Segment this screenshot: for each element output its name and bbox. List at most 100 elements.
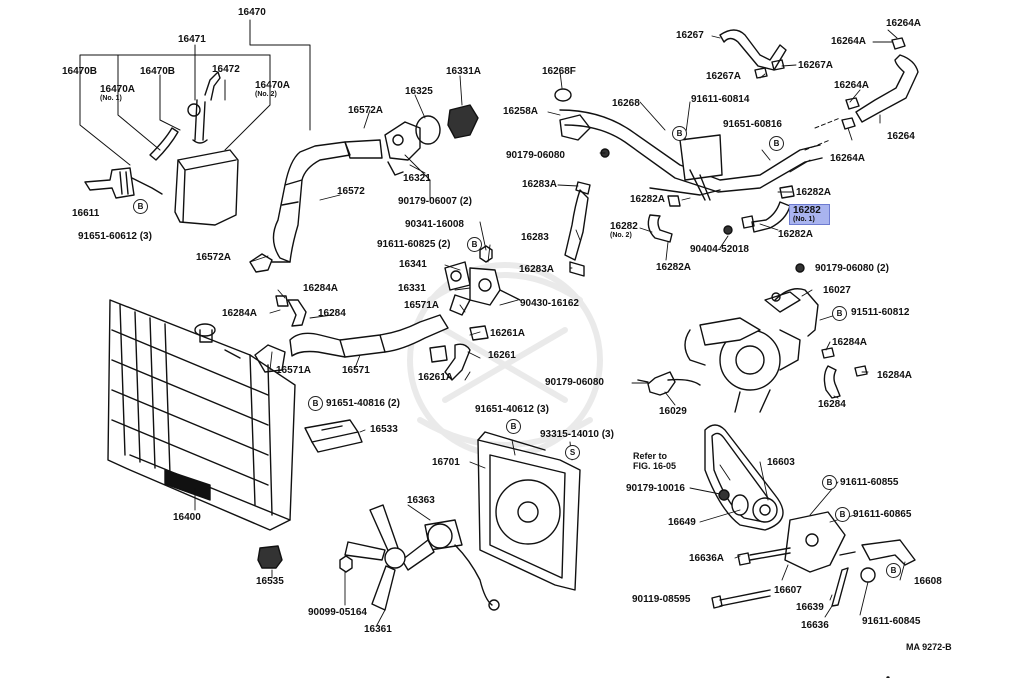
part-90119-08595[interactable]: 90119-08595 [632, 594, 691, 605]
part-16572[interactable]: 16572 [337, 186, 365, 197]
part-16341[interactable]: 16341 [399, 259, 427, 270]
part-91611-60865[interactable]: 91611-60865 [853, 509, 912, 520]
part-16267[interactable]: 16267 [676, 30, 704, 41]
part-91651-40612[interactable]: 91651-40612 (3) [475, 404, 549, 415]
part-16282-no2-note: (No. 2) [610, 232, 632, 239]
reservoir-leader-lines [79, 19, 311, 166]
leader-lines [194, 29, 906, 626]
fan-shroud [477, 431, 581, 591]
part-91511-60812[interactable]: 91511-60812 [851, 307, 910, 318]
hose-16282-no2 [647, 195, 681, 243]
turbocharger [684, 288, 819, 413]
part-16571[interactable]: 16571 [342, 365, 370, 376]
part-16283A-top[interactable]: 16283A [522, 179, 558, 190]
part-16284A-1[interactable]: 16284A [303, 283, 339, 294]
part-90179-06080-mid[interactable]: 90179-06080 [545, 377, 604, 388]
part-16282-no2[interactable]: 16282(No. 2) [610, 221, 638, 239]
part-91611-60855[interactable]: 91611-60855 [840, 477, 899, 488]
part-16361[interactable]: 16361 [364, 624, 392, 635]
part-16283[interactable]: 16283 [521, 232, 549, 243]
part-90404-52018[interactable]: 90404-52018 [690, 244, 749, 255]
part-90430-16162[interactable]: 90430-16162 [520, 298, 579, 309]
part-16264A-3[interactable]: 16264A [834, 80, 870, 91]
part-16284-r[interactable]: 16284 [818, 399, 846, 410]
part-16268F[interactable]: 16268F [542, 66, 576, 77]
part-16470A-no2[interactable]: 16470A(No. 2) [255, 80, 291, 98]
part-90099-05164[interactable]: 90099-05164 [308, 607, 367, 618]
part-16325[interactable]: 16325 [405, 86, 433, 97]
bolt-90119 [711, 589, 771, 609]
part-16284A-2[interactable]: 16284A [222, 308, 258, 319]
part-16264A-1[interactable]: 16264A [886, 18, 922, 29]
part-16264A-2[interactable]: 16264A [831, 36, 867, 47]
part-16029[interactable]: 16029 [659, 406, 687, 417]
part-16264A-4[interactable]: 16264A [830, 153, 866, 164]
part-16535[interactable]: 16535 [256, 576, 284, 587]
part-16470B-1[interactable]: 16470B [62, 66, 98, 77]
part-16261A-bot[interactable]: 16261A [418, 372, 454, 383]
part-16649[interactable]: 16649 [668, 517, 696, 528]
part-16470B-2[interactable]: 16470B [140, 66, 176, 77]
part-16282A-bot[interactable]: 16282A [656, 262, 692, 273]
part-16283A-bot[interactable]: 16283A [519, 264, 555, 275]
part-16701[interactable]: 16701 [432, 457, 460, 468]
part-16400[interactable]: 16400 [173, 512, 201, 523]
hose-16283 [564, 181, 591, 277]
part-16331[interactable]: 16331 [398, 283, 426, 294]
part-16261[interactable]: 16261 [488, 350, 516, 361]
part-91611-60814[interactable]: 91611-60814 [691, 94, 750, 105]
part-93315-14010[interactable]: 93315-14010 (3) [540, 429, 614, 440]
part-16282A-right[interactable]: 16282A [778, 229, 814, 240]
part-16636A[interactable]: 16636A [689, 553, 725, 564]
part-16572A-left[interactable]: 16572A [196, 252, 232, 263]
part-16282A-right2[interactable]: 16282A [796, 187, 832, 198]
part-91651-40816[interactable]: 91651-40816 (2) [326, 398, 400, 409]
part-16636[interactable]: 16636 [801, 620, 829, 631]
part-16264[interactable]: 16264 [887, 131, 915, 142]
part-91611-60825[interactable]: 91611-60825 (2) [377, 239, 451, 250]
part-90179-06007[interactable]: 90179-06007 (2) [398, 196, 472, 207]
part-91651-60612[interactable]: 91651-60612 (3) [78, 231, 152, 242]
part-16284[interactable]: 16284 [318, 308, 346, 319]
hose-16282-no1 [741, 185, 795, 233]
part-16571A-bot[interactable]: 16571A [276, 365, 312, 376]
lower-hose-16571 [289, 314, 449, 363]
part-16363[interactable]: 16363 [407, 495, 435, 506]
part-16533[interactable]: 16533 [370, 424, 398, 435]
part-16321[interactable]: 16321 [403, 173, 431, 184]
part-91651-60816[interactable]: 91651-60816 [723, 119, 782, 130]
part-16267A-1[interactable]: 16267A [706, 71, 742, 82]
hose-16264 [804, 37, 919, 151]
badge-b-91611-60855: B [822, 475, 837, 490]
part-16607[interactable]: 16607 [774, 585, 802, 596]
part-16571A-top[interactable]: 16571A [404, 300, 440, 311]
part-16608[interactable]: 16608 [914, 576, 942, 587]
part-16603[interactable]: 16603 [767, 457, 795, 468]
part-16282-no1-note: (No. 1) [793, 216, 815, 223]
part-90179-06080-top[interactable]: 90179-06080 [506, 150, 565, 161]
part-16470[interactable]: 16470 [238, 7, 266, 18]
part-91611-60845[interactable]: 91611-60845 [862, 616, 921, 627]
part-16282A-left[interactable]: 16282A [630, 194, 666, 205]
part-16639[interactable]: 16639 [796, 602, 824, 613]
part-16470A-no1[interactable]: 16470A(No. 1) [100, 84, 136, 102]
badge-b-91611-60825: B [467, 237, 482, 252]
part-16027[interactable]: 16027 [823, 285, 851, 296]
part-16268[interactable]: 16268 [612, 98, 640, 109]
part-16284A-r2[interactable]: 16284A [877, 370, 913, 381]
part-16261A-top[interactable]: 16261A [490, 328, 526, 339]
part-16572A-top[interactable]: 16572A [348, 105, 384, 116]
part-90179-10016[interactable]: 90179-10016 [626, 483, 685, 494]
part-90341-16008[interactable]: 90341-16008 [405, 219, 464, 230]
part-16472[interactable]: 16472 [212, 64, 240, 75]
part-16284A-r1[interactable]: 16284A [832, 337, 868, 348]
part-16471[interactable]: 16471 [178, 34, 206, 45]
part-16267A-2[interactable]: 16267A [798, 60, 834, 71]
fan-pulley [731, 494, 778, 523]
part-16258A[interactable]: 16258A [503, 106, 539, 117]
part-16611[interactable]: 16611 [72, 208, 100, 219]
figure-reference-link[interactable]: FIG. 16-05 [633, 461, 677, 471]
part-16282-no1-highlighted[interactable]: 16282(No. 1) [789, 204, 830, 225]
part-16331A[interactable]: 16331A [446, 66, 482, 77]
part-90179-06080-right[interactable]: 90179-06080 (2) [815, 263, 889, 274]
